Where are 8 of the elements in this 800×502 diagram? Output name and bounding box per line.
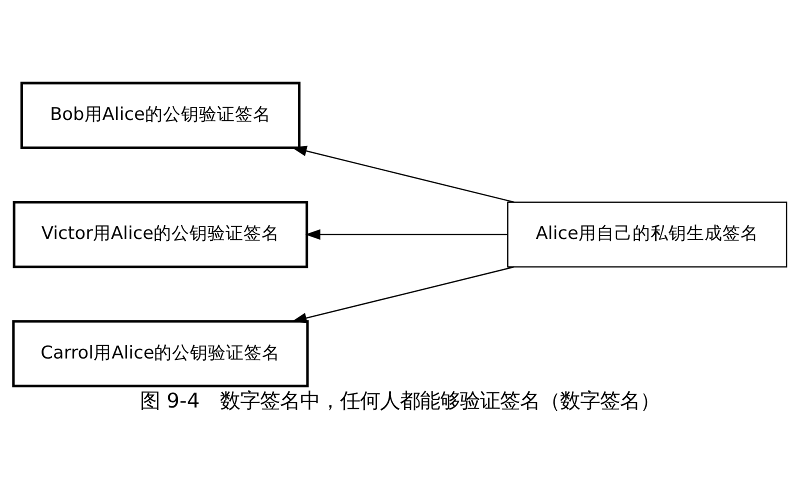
node-box: Alice用自己的私钥生成签名 bbox=[507, 202, 788, 268]
caption: 图 9-4 数字签名中，任何人都能够验证签名（数字签名） bbox=[140, 388, 660, 412]
node-box: Carrol用Alice的公钥验证签名 bbox=[12, 320, 309, 388]
node-box: Bob用Alice的公钥验证签名 bbox=[20, 82, 300, 149]
arrow bbox=[305, 229, 508, 240]
arrow bbox=[292, 146, 514, 203]
node-box: Victor用Alice的公钥验证签名 bbox=[12, 200, 308, 268]
arrow bbox=[292, 266, 514, 324]
